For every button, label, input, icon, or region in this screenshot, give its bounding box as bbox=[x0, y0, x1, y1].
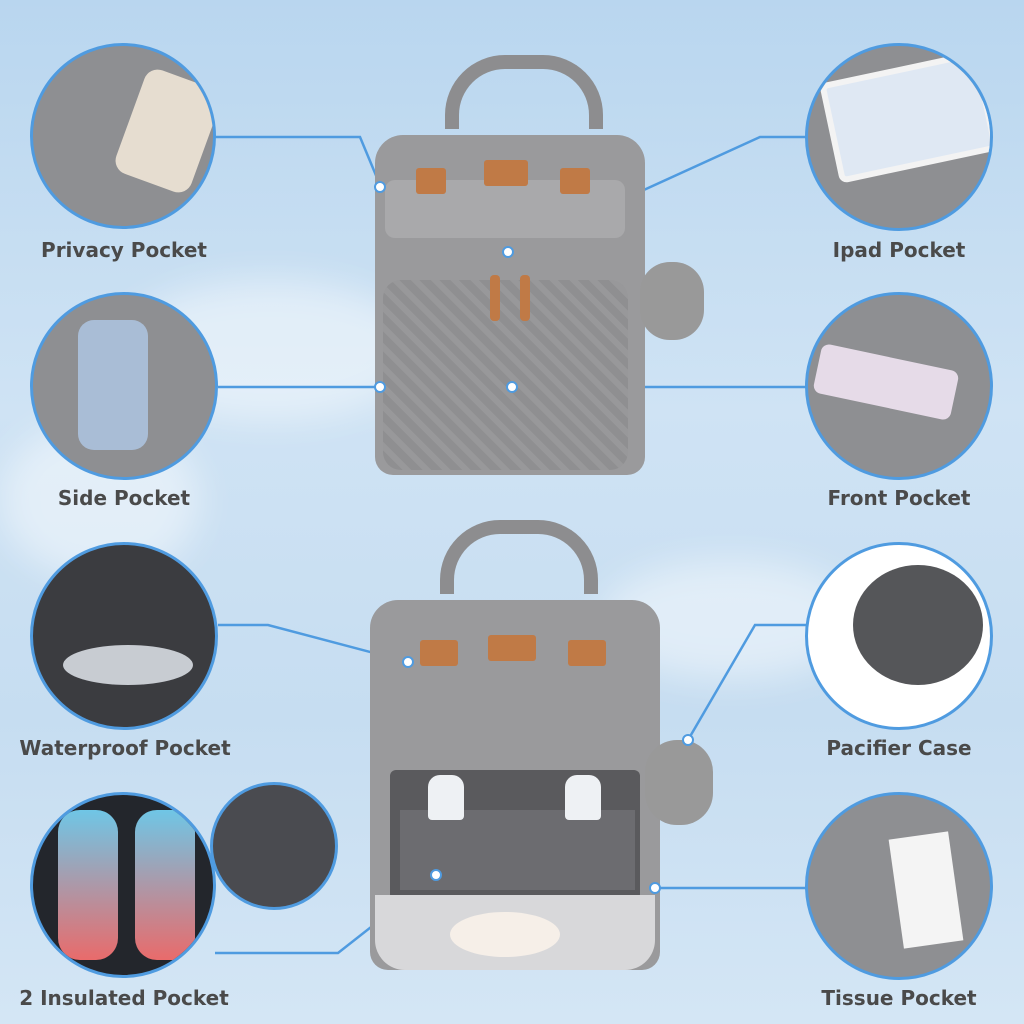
ipad-pocket-label: Ipad Pocket bbox=[832, 238, 966, 262]
pacifier-case-image bbox=[805, 542, 993, 730]
front-pocket-image bbox=[805, 292, 993, 480]
side-pocket-image bbox=[30, 292, 218, 480]
hotspot-tissue[interactable] bbox=[649, 882, 661, 894]
front-pocket-label: Front Pocket bbox=[827, 486, 971, 510]
ipad-pocket-image bbox=[805, 43, 993, 231]
tissue-pocket-image bbox=[805, 792, 993, 980]
hotspot-pacifier[interactable] bbox=[682, 734, 694, 746]
insulated-lining-image bbox=[210, 782, 338, 910]
insulated-pocket-image bbox=[30, 792, 216, 978]
hotspot-ipad[interactable] bbox=[502, 246, 514, 258]
hotspot-front[interactable] bbox=[506, 381, 518, 393]
hotspot-waterproof[interactable] bbox=[402, 656, 414, 668]
waterproof-pocket-image bbox=[30, 542, 218, 730]
insulated-pocket-label: 2 Insulated Pocket bbox=[19, 986, 229, 1010]
hotspot-insulated[interactable] bbox=[430, 869, 442, 881]
pacifier-case-label: Pacifier Case bbox=[826, 736, 972, 760]
side-pocket-label: Side Pocket bbox=[57, 486, 191, 510]
waterproof-pocket-label: Waterproof Pocket bbox=[19, 736, 231, 760]
tissue-pocket-label: Tissue Pocket bbox=[821, 986, 977, 1010]
privacy-pocket-image bbox=[30, 43, 216, 229]
hotspot-side[interactable] bbox=[374, 381, 386, 393]
hotspot-privacy[interactable] bbox=[374, 181, 386, 193]
privacy-pocket-label: Privacy Pocket bbox=[41, 238, 207, 262]
